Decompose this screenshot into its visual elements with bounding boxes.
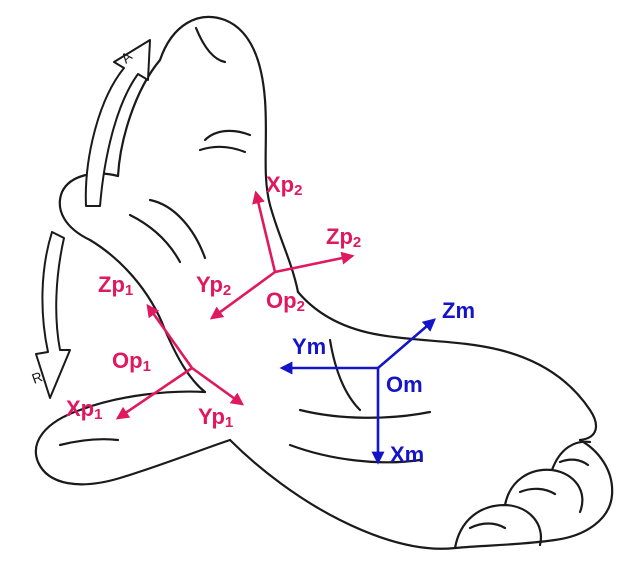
zm-axis xyxy=(378,320,434,368)
yp2-label: Yp2 xyxy=(196,272,231,299)
lower-finger-crease xyxy=(60,439,118,445)
xp1-label: Xp1 xyxy=(66,396,102,423)
op1-label: Op1 xyxy=(112,348,151,375)
ym-label: Ym xyxy=(292,334,326,359)
xp1-axis xyxy=(118,368,192,418)
zp1-label: Zp1 xyxy=(98,272,133,299)
om-label: Om xyxy=(386,372,423,397)
xp2-axis xyxy=(256,193,275,272)
zp1-axis xyxy=(148,306,192,368)
zp2-label: Zp2 xyxy=(326,224,361,251)
rotation-arrow-lower: R xyxy=(30,232,70,398)
curled-fingers xyxy=(455,442,590,548)
xp2-label: Xp2 xyxy=(266,172,302,199)
palm-crease-2 xyxy=(330,340,360,410)
fingernail-lines xyxy=(470,460,588,528)
yp1-label: Yp1 xyxy=(198,404,233,431)
thumb-crease xyxy=(130,215,180,262)
thumb-web xyxy=(150,200,205,258)
index-fingernail xyxy=(196,28,225,62)
index-knuckle-crease xyxy=(200,131,250,152)
zp2-axis xyxy=(275,256,352,272)
rotation-arrow-upper: A xyxy=(86,40,150,206)
zm-label: Zm xyxy=(442,298,475,323)
xm-label: Xm xyxy=(390,442,424,467)
